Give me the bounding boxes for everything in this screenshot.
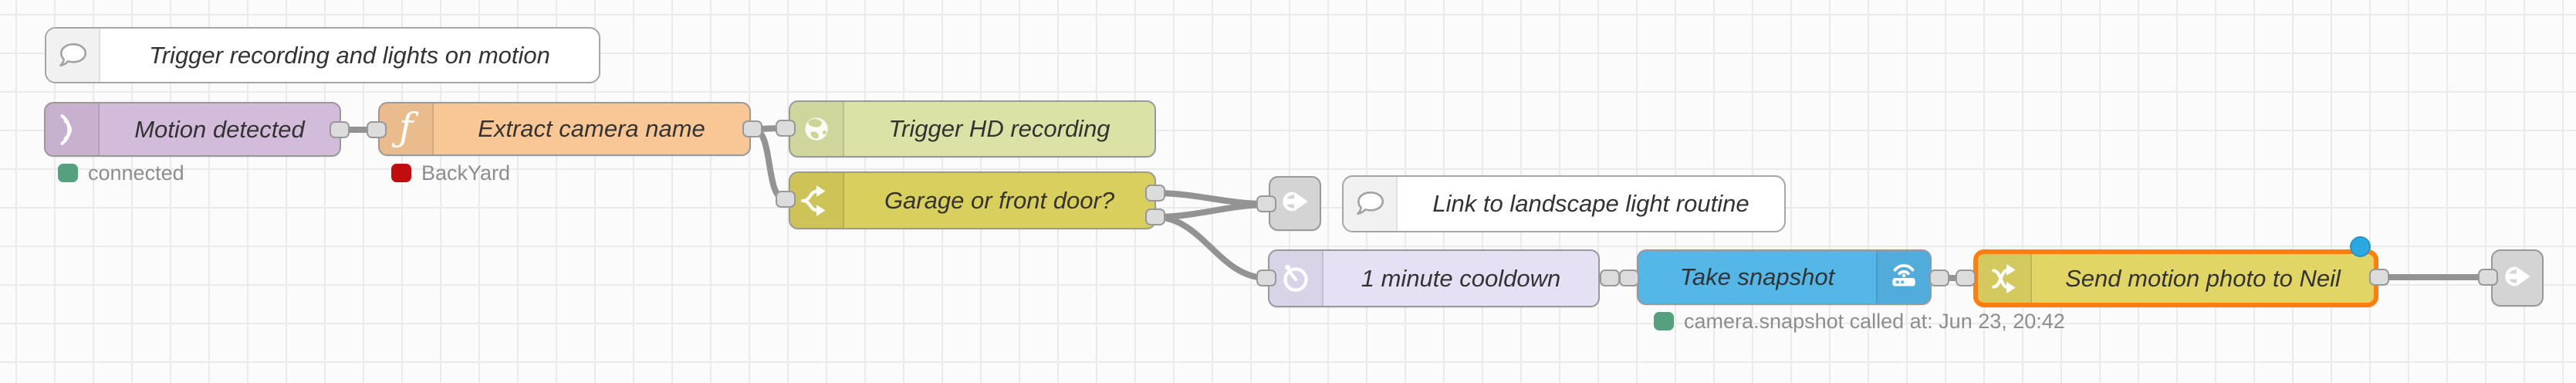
node-trigger-hd-recording[interactable]: Trigger HD recording [789, 100, 1156, 158]
shuffle-icon [1978, 254, 2032, 303]
port-switch-out-2[interactable] [1145, 208, 1165, 225]
node-1-minute-cooldown[interactable]: 1 minute cooldown [1268, 249, 1600, 307]
node-label: Send motion photo to Neil [2065, 264, 2341, 292]
function-icon: ƒ [380, 103, 434, 154]
link-out-icon [2500, 259, 2535, 298]
port-link1-in[interactable] [1256, 195, 1276, 212]
node-take-snapshot[interactable]: Take snapshot [1637, 249, 1932, 305]
node-link-out-1[interactable] [1269, 176, 1321, 231]
port-link2-in[interactable] [2478, 269, 2498, 286]
node-send-motion-photo[interactable]: Send motion photo to Neil [1973, 249, 2378, 307]
port-switch-out-1[interactable] [1145, 185, 1165, 202]
speech-bubble-icon [1344, 177, 1398, 231]
wire-extract-to-switch[interactable] [749, 126, 789, 202]
node-label: 1 minute cooldown [1361, 264, 1561, 292]
signal-waves-icon [46, 103, 100, 155]
link-out-icon [1277, 184, 1313, 223]
switch-icon [790, 173, 844, 228]
port-delay-in[interactable] [1256, 269, 1276, 286]
port-delay-out[interactable] [1600, 269, 1620, 286]
changed-indicator [2350, 236, 2371, 257]
node-garage-or-front-door[interactable]: Garage or front door? [789, 171, 1156, 229]
port-snapshot-in[interactable] [1619, 269, 1639, 286]
status-dot [391, 164, 411, 182]
port-switch-in[interactable] [776, 191, 796, 208]
node-extract-camera-name[interactable]: ƒ Extract camera name [378, 102, 751, 156]
status-dot [1654, 312, 1674, 330]
port-snapshot-out[interactable] [1929, 269, 1949, 286]
status-snapshot: camera.snapshot called at: Jun 23, 20:42 [1654, 309, 2065, 333]
comment-node-trigger-recording[interactable]: Trigger recording and lights on motion [45, 27, 600, 83]
node-motion-detected[interactable]: Motion detected [44, 102, 341, 157]
timer-icon [1269, 251, 1323, 306]
status-extract: BackYard [391, 161, 511, 185]
port-motion-out[interactable] [330, 121, 350, 138]
node-link-out-2[interactable] [2491, 249, 2544, 307]
port-extract-out[interactable] [742, 120, 762, 137]
wire-switch2-to-link[interactable] [1152, 202, 1269, 220]
status-dot [58, 164, 78, 182]
node-label: Trigger HD recording [888, 115, 1111, 142]
port-extract-in[interactable] [367, 121, 387, 138]
port-trigger-in[interactable] [776, 120, 796, 137]
node-label: Extract camera name [478, 115, 705, 142]
comment-node-link-to-landscape[interactable]: Link to landscape light routine [1342, 175, 1786, 232]
wifi-router-icon [1876, 251, 1930, 303]
status-text: BackYard [421, 161, 511, 185]
node-label: Take snapshot [1679, 263, 1835, 290]
node-label: Motion detected [134, 115, 305, 143]
comment-label: Trigger recording and lights on motion [149, 41, 550, 69]
node-label: Garage or front door? [884, 186, 1115, 214]
port-send-out[interactable] [2369, 269, 2389, 286]
status-motion: connected [58, 161, 184, 185]
status-text: connected [88, 161, 184, 185]
wire-switch1-to-link[interactable] [1152, 190, 1269, 207]
comment-label: Link to landscape light routine [1432, 190, 1749, 217]
globe-icon [790, 102, 844, 156]
speech-bubble-icon [46, 29, 100, 82]
port-send-in[interactable] [1956, 269, 1976, 286]
status-text: camera.snapshot called at: Jun 23, 20:42 [1684, 309, 2065, 333]
wire-switch2-to-delay[interactable] [1152, 214, 1269, 281]
